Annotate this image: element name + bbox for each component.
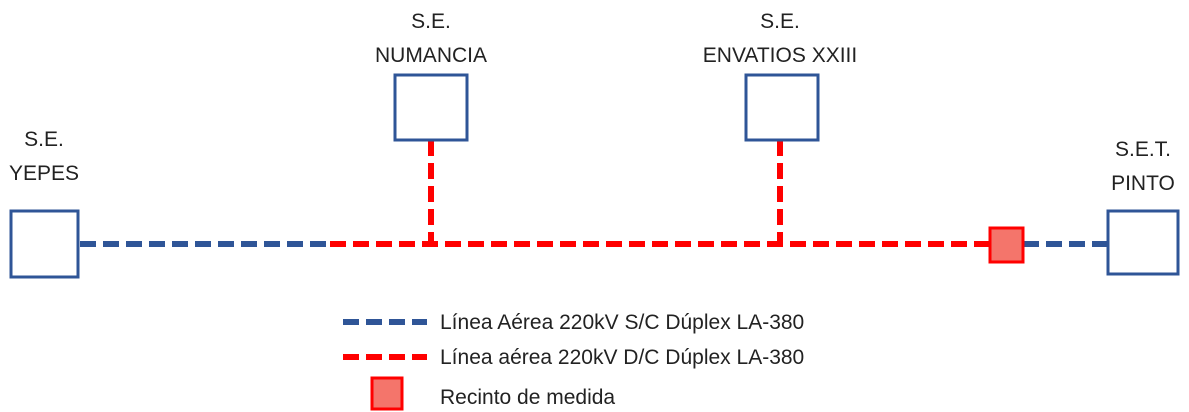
yepes-label-line2: YEPES	[9, 162, 79, 185]
numancia-label-line1: S.E.	[411, 10, 451, 33]
numancia-label-line2: NUMANCIA	[375, 44, 487, 67]
pinto-substation	[1106, 209, 1180, 276]
numancia-substation	[393, 73, 469, 142]
legend-measurement-label: Recinto de medida	[440, 386, 615, 409]
legend-measurement-swatch	[370, 376, 404, 411]
legend-single-circuit-label: Línea Aérea 220kV S/C Dúplex LA-380	[440, 311, 804, 334]
yepes-substation	[9, 209, 80, 279]
yepes-label-line1: S.E.	[24, 128, 64, 151]
pinto-label-line2: PINTO	[1111, 172, 1175, 195]
pinto-label-line1: S.E.T.	[1115, 138, 1171, 161]
measurement-enclosure	[988, 226, 1025, 264]
envatios-label-line1: S.E.	[760, 10, 800, 33]
legend-double-circuit-label: Línea aérea 220kV D/C Dúplex LA-380	[440, 346, 804, 369]
envatios-label-line2: ENVATIOS XXIII	[703, 44, 857, 67]
envatios-substation	[744, 73, 820, 142]
